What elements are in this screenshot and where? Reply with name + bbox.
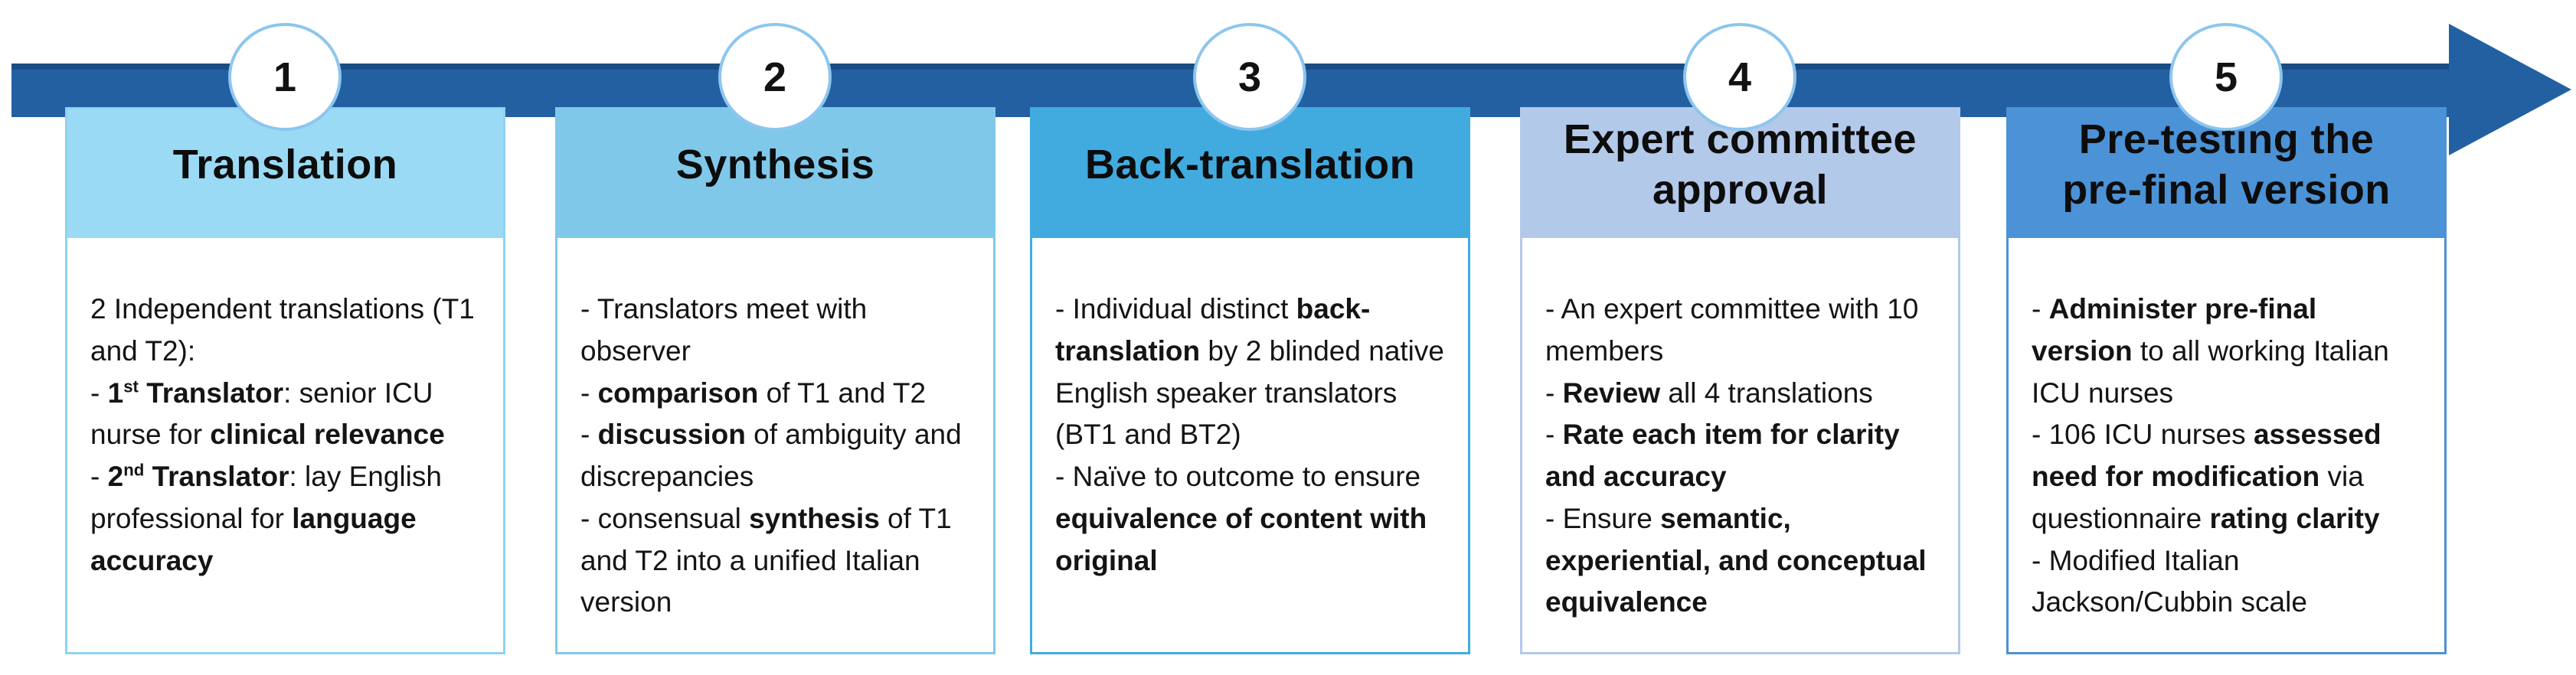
step-number: 5 [2214,54,2238,100]
step-card-pre-testing: Pre-testing the pre-final version - Admi… [2006,107,2447,654]
body-paragraph: - Modified Italian Jackson/Cubbin scale [2032,544,2307,618]
body-paragraph: - comparison of T1 and T2 [580,377,927,409]
step-body: - Individual distinct back-translation b… [1032,238,1468,597]
step-number: 3 [1237,54,1262,100]
body-paragraph: - Translators meet with observer [580,293,868,367]
step-circle-1: 1 [228,23,342,131]
timeline-arrowhead-icon [2449,24,2571,155]
step-title: Expert committee approval [1563,116,1917,213]
step-header: Back-translation [1032,109,1468,238]
step-title: Translation [172,142,398,188]
body-paragraph: - Individual distinct back-translation b… [1055,293,1444,451]
step-body: - Administer pre-final version to all wo… [2009,238,2444,639]
step-circle-5: 5 [2169,23,2283,131]
step-body: - An expert committee with 10 members - R… [1522,238,1958,639]
step-header: Synthesis [557,109,993,238]
step-title: Synthesis [675,142,875,188]
step-number: 4 [1728,54,1752,100]
body-paragraph: - Ensure semantic, experiential, and con… [1545,502,1927,618]
body-paragraph: - An expert committee with 10 members [1545,293,1919,367]
body-paragraph: - consensual synthesis of T1 and T2 into… [580,502,952,618]
step-body: - Translators meet with observer - compar… [557,238,993,639]
body-paragraph: - 2nd Translator: lay English profession… [90,460,442,576]
body-paragraph: 2 Independent translations (T1 and T2): [90,293,475,367]
step-card-translation: Translation 2 Independent translations (… [65,107,505,654]
step-card-synthesis: Synthesis - Translators meet with observ… [555,107,995,654]
step-circle-2: 2 [718,23,832,131]
step-card-back-translation: Back-translation - Individual distinct b… [1030,107,1470,654]
body-paragraph: - Rate each item for clarity and accurac… [1545,419,1900,492]
step-circle-4: 4 [1683,23,1796,131]
step-number: 2 [763,54,787,100]
body-paragraph: - Administer pre-final version to all wo… [2032,293,2389,409]
step-header: Expert committee approval [1522,109,1958,238]
step-title: Back-translation [1084,142,1416,188]
step-number: 1 [273,54,297,100]
body-paragraph: - Review all 4 translations [1545,377,1873,409]
body-paragraph: - Naïve to outcome to ensure equivalence… [1055,461,1427,576]
step-header: Pre-testing the pre-final version [2009,109,2444,238]
step-circle-3: 3 [1193,23,1306,131]
body-paragraph: - discussion of ambiguity and discrepanc… [580,419,962,492]
body-paragraph: - 106 ICU nurses assessed need for modif… [2032,419,2381,534]
step-card-expert-committee: Expert committee approval - An expert co… [1520,107,1960,654]
step-title: Pre-testing the pre-final version [2062,116,2391,213]
body-paragraph: - 1st Translator: senior ICU nurse for c… [90,377,445,451]
step-header: Translation [67,109,503,238]
step-body: 2 Independent translations (T1 and T2): -… [67,238,503,597]
